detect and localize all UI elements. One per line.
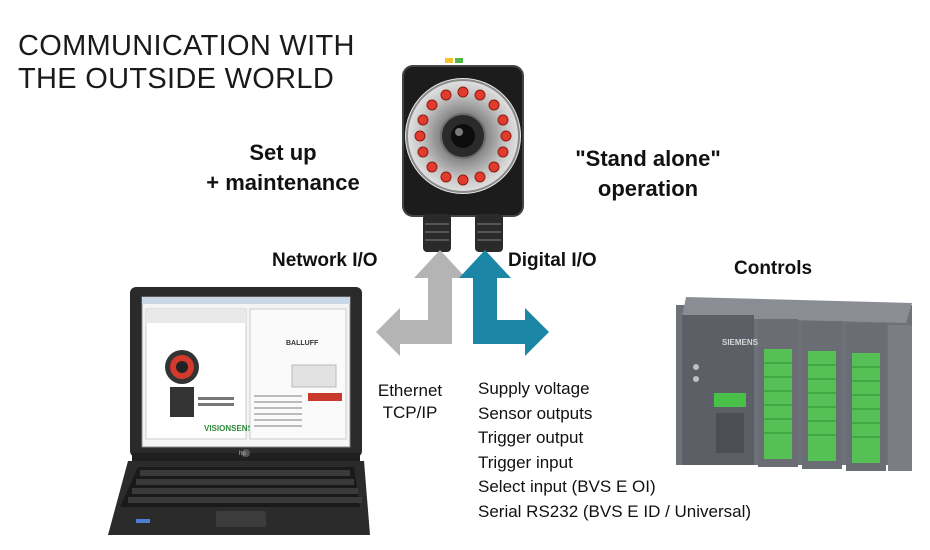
list-item: Serial RS232 (BVS E ID / Universal) bbox=[478, 501, 752, 521]
laptop-screen-brand: BALLUFF bbox=[286, 340, 319, 347]
setup-maintenance-label: Set up + maintenance bbox=[206, 140, 360, 195]
digital-io-label: Digital I/O bbox=[508, 250, 597, 271]
list-item: Trigger output bbox=[478, 428, 584, 447]
laptop-screen-product: VISIONSENSOR bbox=[204, 424, 265, 433]
list-item: Trigger input bbox=[478, 452, 573, 472]
plc-controller-image: SIEMENS bbox=[676, 297, 912, 471]
plc-brand: SIEMENS bbox=[722, 338, 759, 347]
laptop-image: VISIONSENSOR BALLUFF hp bbox=[108, 287, 370, 535]
ethernet-label: Ethernet TCP/IP bbox=[377, 381, 443, 422]
diagram-title: COMMUNICATION WITH THE OUTSIDE WORLD bbox=[18, 30, 355, 95]
vision-sensor-image bbox=[402, 58, 524, 252]
list-item: Supply voltage bbox=[478, 379, 590, 398]
led-ring bbox=[414, 86, 512, 186]
digital-io-arrow bbox=[459, 250, 549, 356]
list-item: Sensor outputs bbox=[478, 403, 593, 423]
network-io-arrow bbox=[376, 250, 466, 356]
laptop-logo: hp bbox=[239, 451, 246, 457]
network-io-label: Network I/O bbox=[272, 250, 378, 271]
list-item: Select input (BVS E OI) bbox=[478, 477, 656, 496]
standalone-operation-label: "Stand alone" operation bbox=[575, 146, 721, 201]
controls-label: Controls bbox=[734, 258, 813, 279]
digital-signals-list: Supply voltage Sensor outputs Trigger ou… bbox=[478, 377, 751, 524]
